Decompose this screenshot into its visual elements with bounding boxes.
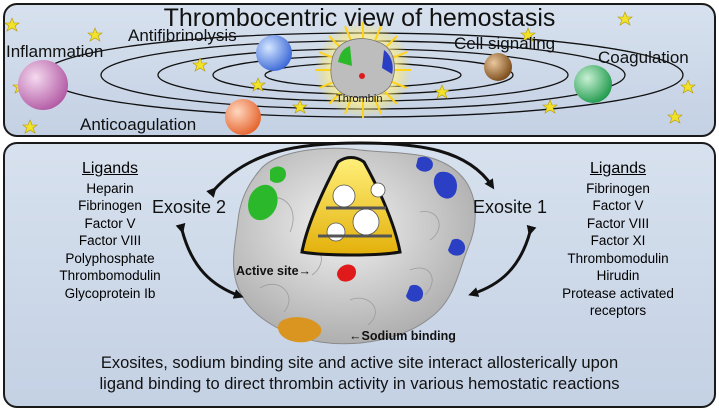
caption-line-1: Exosites, sodium binding site and active… [100, 354, 619, 372]
star-icon [542, 99, 558, 114]
star-icon [617, 11, 633, 26]
list-item: Glycoprotein Ib [64, 285, 156, 301]
list-item: Factor VIII [78, 233, 142, 248]
inflammation-planet [18, 60, 68, 110]
star-icon [192, 57, 208, 72]
exosite-2-label: Exosite 2 [152, 197, 227, 217]
star-icon [87, 27, 103, 42]
list-item: Factor V [592, 198, 644, 213]
list-item: Fibrinogen [78, 198, 142, 213]
page-title: Thrombocentric view of hemostasis [163, 4, 556, 32]
star-icon [250, 77, 266, 92]
allosteric-arrows [175, 141, 537, 299]
thrombin-label: Thrombin [336, 93, 383, 105]
star-icon [680, 79, 696, 94]
sodium-binding-label: ←Sodium binding [349, 329, 456, 343]
cell-signaling-label: Cell signaling [454, 34, 556, 53]
list-item: Factor VIII [586, 215, 650, 231]
inflammation-label: Inflammation [6, 42, 104, 61]
active-site-patch [337, 264, 356, 282]
list-item: Heparin [86, 180, 134, 196]
antifibrinolysis-planet [256, 35, 292, 71]
caption: Exosites, sodium binding site and active… [0, 353, 719, 395]
anticoagulation-label: Anticoagulation [80, 115, 197, 134]
star-icon [667, 109, 683, 124]
thrombin-surface [233, 147, 476, 345]
list-item: Factor XI [590, 233, 646, 248]
list-item: Protease activated [562, 285, 674, 301]
active-site-label: Active site→ [236, 264, 312, 278]
list-item: receptors [589, 303, 647, 318]
list-item: Factor V [84, 215, 136, 231]
star-icon [22, 119, 38, 134]
antifibrinolysis-label: Antifibrinolysis [128, 26, 237, 45]
list-item: Fibrinogen [586, 180, 650, 196]
exosite-1-label: Exosite 1 [473, 197, 548, 217]
list-item: Thrombomodulin [59, 268, 161, 283]
list-item: Hirudin [596, 268, 640, 283]
left-ligands-heading: Ligands [81, 160, 139, 177]
coagulation-planet [574, 65, 612, 103]
stars [4, 11, 696, 134]
list-item: Polyphosphate [65, 250, 155, 266]
thrombin-sun [315, 22, 411, 118]
caption-line-2: ligand binding to direct thrombin activi… [99, 375, 620, 393]
star-icon [434, 84, 450, 99]
right-ligand-list: Ligands Fibrinogen Factor V Factor VIII … [538, 160, 698, 320]
cell-signaling-planet [484, 53, 512, 81]
coagulation-label: Coagulation [598, 48, 689, 67]
star-icon [520, 27, 536, 42]
left-ligand-list: Ligands Heparin Fibrinogen Factor V Fact… [30, 160, 190, 302]
star-icon [4, 17, 20, 32]
right-ligands-heading: Ligands [589, 160, 647, 177]
star-icon [292, 99, 308, 114]
anticoagulation-planet [225, 99, 261, 135]
sodium-site-patch [277, 317, 322, 343]
list-item: Thrombomodulin [567, 250, 669, 266]
